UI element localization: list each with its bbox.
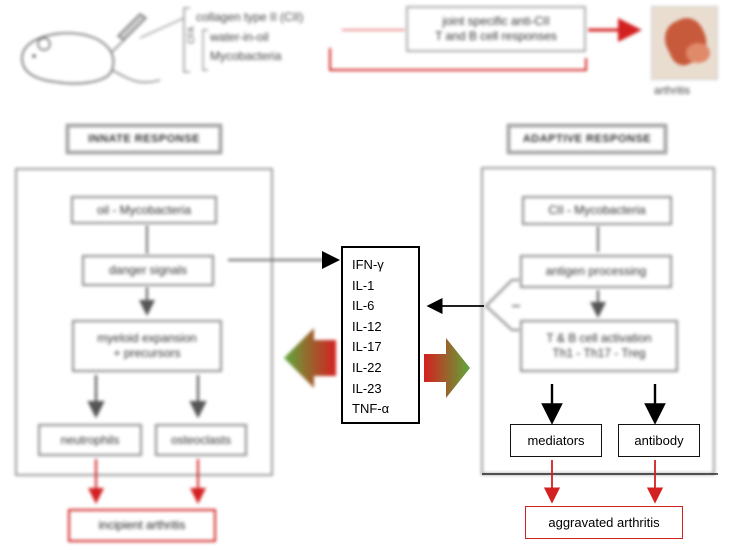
adaptive-title: ADAPTIVE RESPONSE <box>507 124 667 154</box>
mouse-icon <box>21 32 115 85</box>
adaptive-source-box: CII - Mycobacteria <box>522 196 672 225</box>
myeloid-line-1: myeloid expansion <box>97 331 197 345</box>
cfa-label: CFA <box>186 26 196 44</box>
syringe-icon <box>117 13 147 41</box>
activation-line-2: Th1 - Th17 - Treg <box>552 346 646 360</box>
immunization-item-water-in-oil: water-in-oil <box>210 30 269 44</box>
immunization-item-mycobacteria: Mycobacteria <box>210 49 282 63</box>
antibody-box: antibody <box>618 424 700 457</box>
cytokine-item: IFN-γ <box>352 257 384 272</box>
cytokine-item: IL-6 <box>352 298 375 314</box>
innate-panel-frame <box>15 168 273 476</box>
cfa-bracket <box>202 29 208 71</box>
cytokine-item: IL-17 <box>352 339 382 355</box>
innate-source-box: oil - Mycobacteria <box>71 196 217 224</box>
activation-line-1: T & B cell activation <box>546 331 652 345</box>
gradient-arrow-left <box>284 328 336 388</box>
cytokine-list-box: IFN-γ IL-1 IL-6 IL-12 IL-17 IL-22 IL-23 … <box>341 246 420 424</box>
myeloid-expansion-box: myeloid expansion + precursors <box>72 320 222 372</box>
cytokine-item: IL-1 <box>352 277 375 293</box>
mouse-drawing <box>21 13 161 85</box>
immunization-bracket <box>183 7 190 73</box>
cytokine-item: TNF-α <box>352 401 390 417</box>
top-response-line-2: T and B cell responses <box>435 29 557 43</box>
innate-title: INNATE RESPONSE <box>66 124 222 154</box>
top-response-box: joint specific anti-CII T and B cell res… <box>406 6 586 52</box>
cytokine-item: IL-23 <box>352 380 382 396</box>
immunization-list: collagen type II (CII) water-in-oil Myco… <box>196 10 344 64</box>
incipient-arthritis-box: incipient arthritis <box>68 509 216 542</box>
top-response-line-1: joint specific anti-CII <box>442 14 550 28</box>
cfa-to-response-line <box>329 48 587 71</box>
myeloid-line-2: + precursors <box>113 346 181 360</box>
aggravated-arthritis-box: aggravated arthritis <box>525 506 683 539</box>
arthritis-paw-photo <box>651 6 718 80</box>
antigen-processing-box: antigen processing <box>520 255 672 288</box>
immunization-item-cii: collagen type II (CII) <box>196 10 304 24</box>
neutrophils-box: neutrophils <box>38 424 142 456</box>
t-b-cell-activation-box: T & B cell activation Th1 - Th17 - Treg <box>520 320 678 372</box>
gradient-arrow-right <box>424 338 470 398</box>
osteoclasts-box: osteoclasts <box>155 424 247 456</box>
syringe-line <box>139 17 185 39</box>
arthritis-photo-label: arthritis <box>654 85 691 97</box>
mediators-box: mediators <box>510 424 602 457</box>
cytokine-item: IL-12 <box>352 318 382 334</box>
danger-signals-box: danger signals <box>82 255 214 286</box>
adaptive-branch-line <box>485 279 520 331</box>
cytokine-item: IL-22 <box>352 359 382 375</box>
